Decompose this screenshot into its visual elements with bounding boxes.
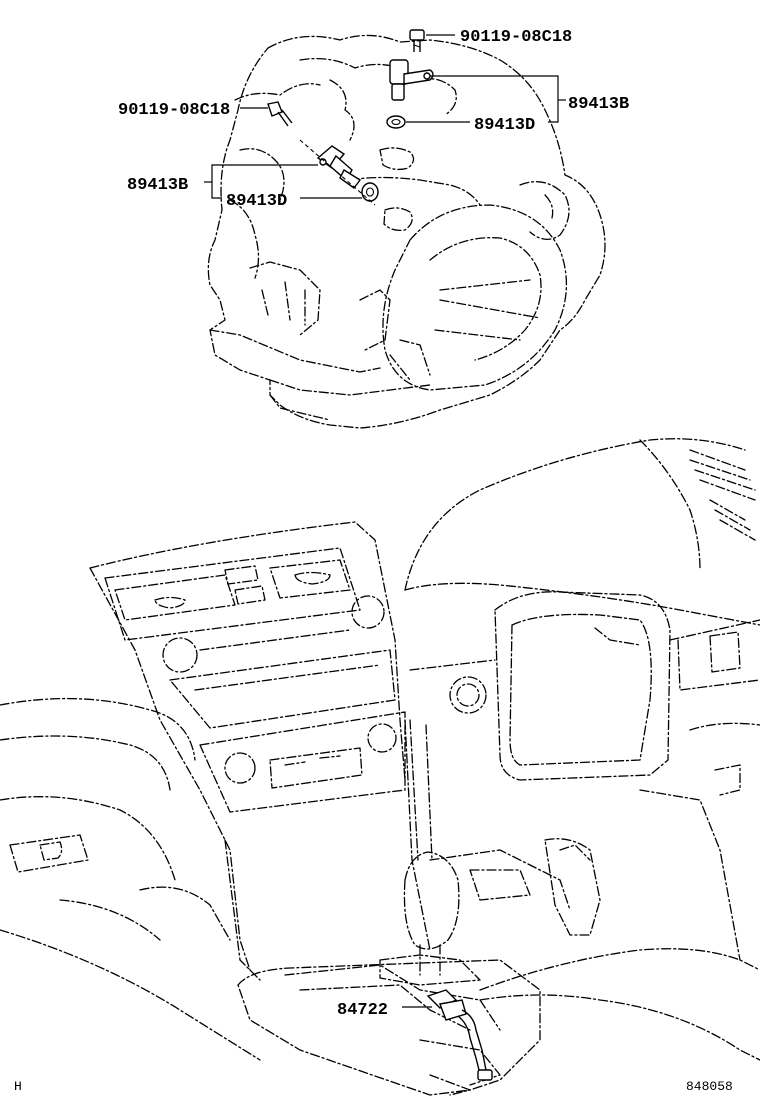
label-oring-left: 89413D bbox=[226, 192, 287, 211]
transaxle-assembly bbox=[207, 34, 606, 429]
label-bolt-top: 90119-08C18 bbox=[460, 28, 572, 47]
bracket-sensor-left bbox=[211, 164, 318, 182]
label-sensor-left: 89413B bbox=[127, 176, 188, 195]
bolt-top-icon bbox=[409, 29, 425, 52]
label-sensor-right: 89413B bbox=[568, 95, 629, 114]
label-switch: 84722 bbox=[337, 1001, 388, 1020]
bracket-sensor-right bbox=[430, 75, 559, 123]
label-oring-right: 89413D bbox=[474, 116, 535, 135]
label-bolt-left: 90119-08C18 bbox=[118, 101, 230, 120]
bolt-left-icon bbox=[267, 101, 293, 127]
shift-lock-switch-icon bbox=[426, 989, 493, 1081]
speed-sensor-left-icon bbox=[316, 145, 362, 189]
footer-illustration-number: 848058 bbox=[686, 1079, 733, 1094]
o-ring-left-icon bbox=[361, 182, 379, 202]
speed-sensor-right-icon bbox=[389, 59, 434, 101]
o-ring-right-icon bbox=[386, 115, 406, 129]
vehicle-interior bbox=[0, 438, 760, 1096]
footer-left-code: H bbox=[14, 1079, 22, 1094]
